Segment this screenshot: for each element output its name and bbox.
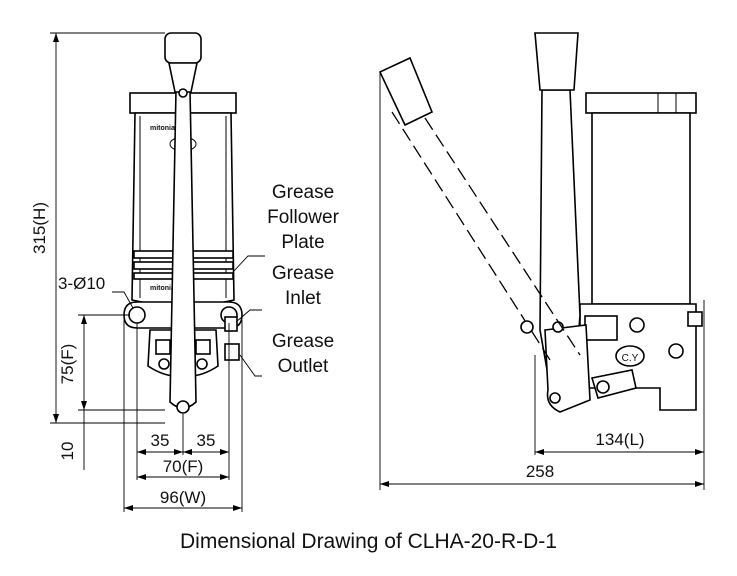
handle-pin xyxy=(178,88,188,98)
handle-pivot xyxy=(176,400,190,414)
brand-mark: mitonian xyxy=(150,125,179,132)
callouts: Grease Follower Plate Grease Inlet Greas… xyxy=(232,182,340,377)
callout-inlet-line1: Grease xyxy=(272,263,334,284)
dim-total-length-label: 258 xyxy=(526,462,554,481)
brand-mark-lower: mitonian xyxy=(150,285,179,292)
callout-follower-plate-line2: Follower xyxy=(267,207,339,228)
drawing-caption: Dimensional Drawing of CLHA-20-R-D-1 xyxy=(180,530,557,553)
dim-left-half-label: 35 xyxy=(151,431,170,450)
handle-grip xyxy=(164,32,202,64)
grease-outlet-fitting xyxy=(224,343,240,361)
maker-mark: C.Y xyxy=(622,353,639,364)
dim-height-label: 315(H) xyxy=(30,202,49,254)
callout-outlet-line2: Outlet xyxy=(278,356,329,377)
callout-follower-plate-line1: Grease xyxy=(272,182,334,203)
callout-inlet-line2: Inlet xyxy=(285,288,322,309)
dim-right-half-label: 35 xyxy=(197,431,216,450)
grease-inlet-fitting xyxy=(224,316,238,332)
dim-total-width-label: 96(W) xyxy=(160,488,206,507)
pump-fitting-left xyxy=(155,339,171,355)
raised-handle-path-left xyxy=(391,111,551,361)
maker-badge xyxy=(615,345,645,367)
dim-mount-height-label: 75(F) xyxy=(58,344,77,385)
raised-handle-pivot xyxy=(520,320,534,334)
handle-neck xyxy=(168,62,198,93)
raised-handle-path-right xyxy=(424,117,581,356)
side-lever-linkage xyxy=(544,324,591,413)
side-reservoir-lid xyxy=(585,92,697,114)
callout-follower-plate-line3: Plate xyxy=(281,232,324,253)
side-pump-fitting xyxy=(584,315,618,341)
pump-bolt-left xyxy=(158,358,170,370)
mount-hole-left xyxy=(128,306,146,324)
dim-mount-holes-label: 3-Ø10 xyxy=(58,274,105,293)
raised-handle-grip xyxy=(378,56,434,127)
side-grease-outlet xyxy=(668,343,684,359)
pump-bolt-right xyxy=(196,358,208,370)
pump-fitting-right xyxy=(195,339,211,355)
dim-length-label: 134(L) xyxy=(595,430,644,449)
side-pivot-lower xyxy=(549,392,561,404)
side-grease-reservoir xyxy=(591,112,691,305)
front-view: mitonian mitonian xyxy=(123,32,243,414)
side-view: C.Y xyxy=(378,32,703,413)
side-pivot-link xyxy=(596,380,610,394)
side-fitting-top xyxy=(687,311,703,327)
side-dimensions: 134(L) 258 xyxy=(379,72,705,490)
dim-base-offset-label: 10 xyxy=(58,442,77,461)
front-dimensions: 315(H) 75(F) 10 3-Ø10 35 35 70(F) 96(W) xyxy=(30,32,243,512)
side-grease-inlet xyxy=(629,317,645,333)
dim-mount-width-label: 70(F) xyxy=(163,457,204,476)
side-lever-grip xyxy=(534,32,579,91)
callout-outlet-line1: Grease xyxy=(272,331,334,352)
